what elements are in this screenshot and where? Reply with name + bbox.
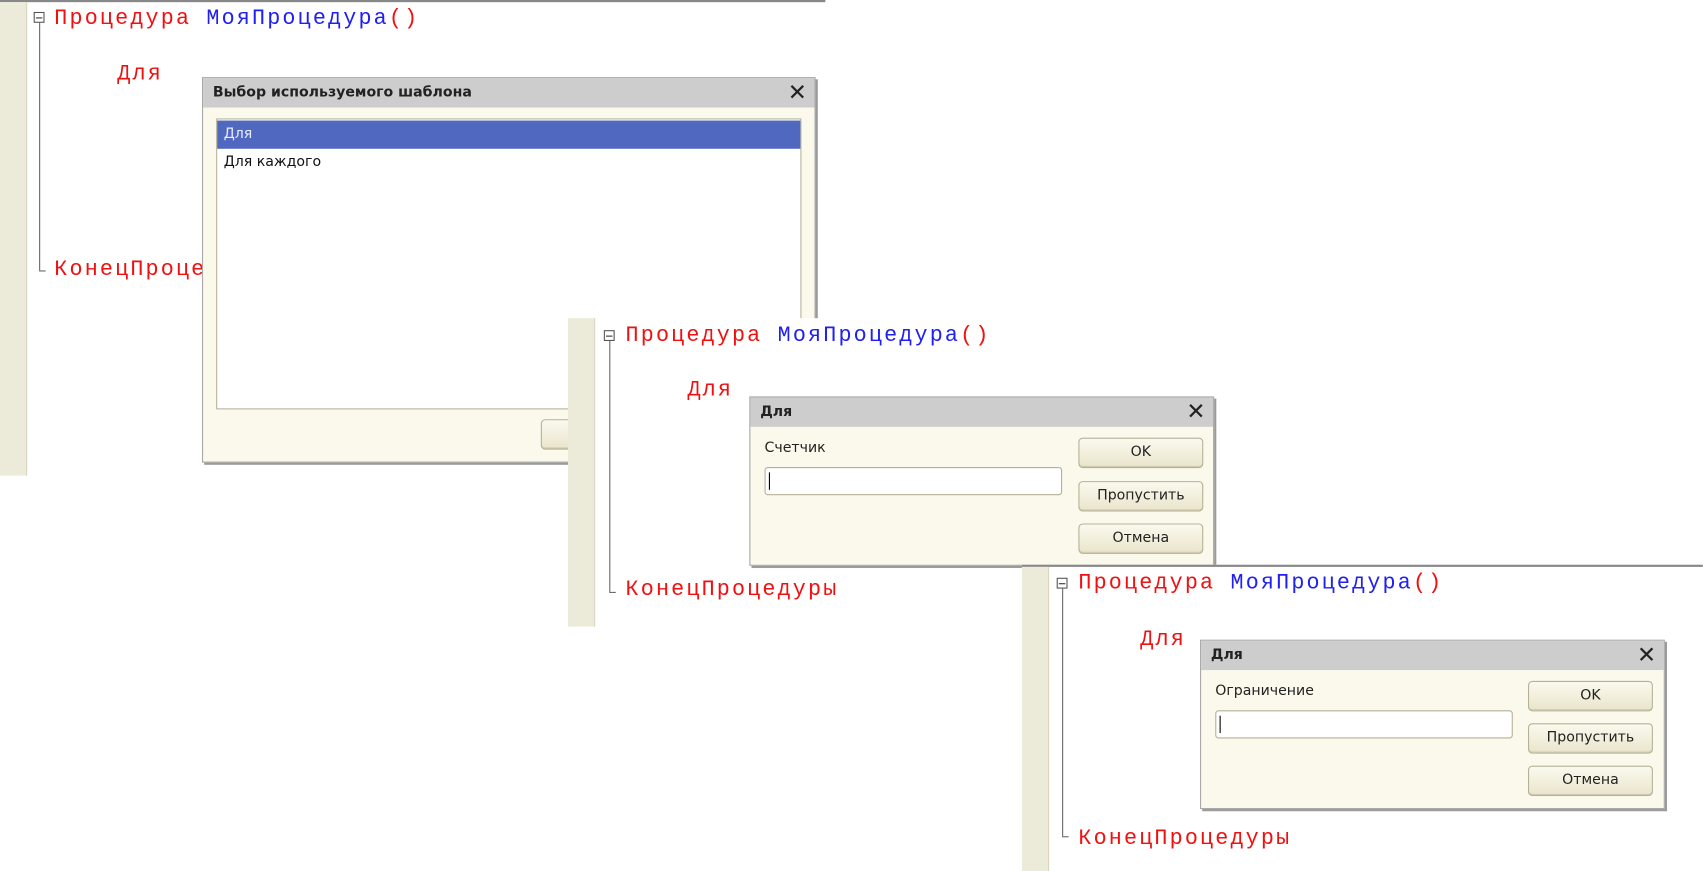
fold-line (39, 22, 41, 271)
dialog-title: Выбор используемого шаблона (212, 84, 472, 101)
close-icon[interactable]: ✕ (1637, 641, 1657, 668)
collapse-icon[interactable] (603, 330, 615, 342)
end-procedure: КонецПроцедуры (1078, 826, 1292, 852)
dialog-titlebar[interactable]: Для ✕ (1201, 640, 1664, 671)
procedure-name: МояПроцедура (777, 323, 961, 349)
editor-gutter (567, 318, 596, 627)
counter-label: Счетчик (764, 439, 826, 457)
template-select-dialog: Выбор используемого шаблона ✕ Для Для ка… (201, 77, 816, 463)
text-caret (1219, 715, 1221, 734)
ok-button[interactable]: OK (1528, 680, 1653, 712)
limit-dialog: Для ✕ Ограничение OK Пропустить Отмена (1200, 639, 1665, 810)
procedure-header: Процедура МояПроцедура() (625, 323, 991, 349)
parens: () (960, 323, 991, 349)
fold-line (609, 341, 611, 592)
fold-line-end (39, 270, 46, 272)
dialog-title: Для (760, 403, 793, 421)
parens: () (1412, 571, 1444, 597)
collapse-icon[interactable] (1056, 577, 1068, 589)
counter-input[interactable] (764, 466, 1063, 496)
list-item[interactable]: Для каждого (223, 154, 322, 171)
cancel-button[interactable]: Отмена (1078, 523, 1204, 554)
counter-dialog: Для ✕ Счетчик OK Пропустить Отмена (749, 396, 1215, 566)
limit-input[interactable] (1215, 710, 1513, 739)
parens: () (388, 6, 420, 32)
dialog-titlebar[interactable]: Для ✕ (750, 397, 1214, 427)
list-item[interactable]: Для (217, 120, 801, 149)
procedure-header: Процедура МояПроцедура() (1078, 572, 1443, 596)
collapse-icon[interactable] (33, 11, 45, 23)
keyword: Процедура (54, 6, 192, 32)
end-procedure: КонецПроце (54, 257, 207, 283)
for-keyword: Для (1140, 627, 1186, 653)
cancel-button[interactable]: Отмена (1528, 765, 1653, 797)
dialog-titlebar[interactable]: Выбор используемого шаблона ✕ (203, 78, 815, 108)
editor-gutter (0, 2, 28, 476)
fold-line-end (1062, 836, 1069, 838)
for-keyword: Для (687, 377, 734, 403)
close-icon[interactable]: ✕ (1186, 398, 1206, 425)
fold-line-end (609, 591, 616, 593)
editor-gutter (1021, 566, 1050, 871)
procedure-name: МояПроцедура (206, 6, 389, 32)
text-caret (768, 472, 770, 490)
skip-button[interactable]: Пропустить (1528, 723, 1653, 754)
keyword: Процедура (1078, 571, 1216, 597)
for-keyword: Для (117, 61, 163, 87)
dialog-title: Для (1210, 647, 1243, 664)
ok-button[interactable]: OK (1078, 437, 1204, 469)
skip-button[interactable]: Пропустить (1078, 481, 1204, 512)
limit-label: Ограничение (1215, 683, 1314, 700)
keyword: Процедура (625, 323, 763, 349)
fold-line (1062, 588, 1064, 837)
close-icon[interactable]: ✕ (787, 79, 807, 106)
procedure-name: МояПроцедура (1230, 571, 1413, 597)
procedure-header: Процедура МояПроцедура() (54, 6, 420, 32)
end-procedure: КонецПроцедуры (625, 577, 839, 603)
